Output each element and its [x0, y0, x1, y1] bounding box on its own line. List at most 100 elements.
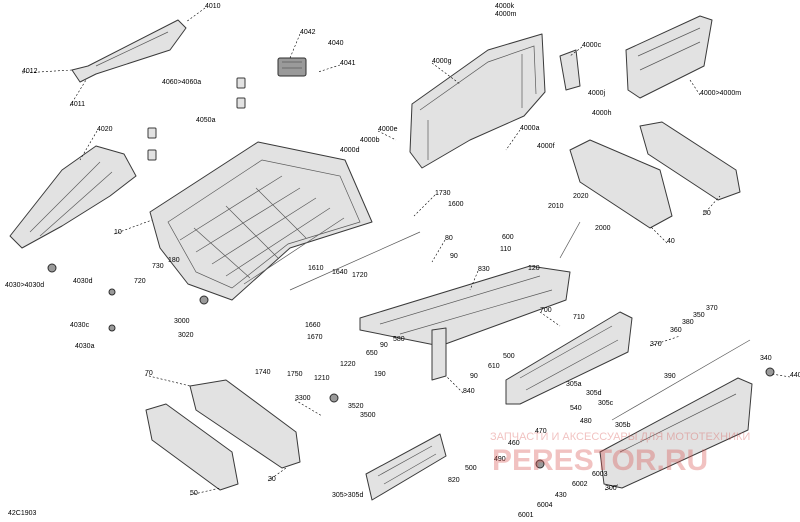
callout-label: 180 [168, 257, 180, 264]
callout-label: 4050a [196, 117, 216, 124]
callout-label: 70 [145, 370, 153, 377]
leader-line [689, 79, 701, 96]
callout-label: 90 [470, 373, 478, 380]
callout-label: 370 [650, 341, 662, 348]
callout-label: 4041 [340, 60, 356, 67]
leader-line [79, 130, 98, 161]
leader-line [604, 483, 621, 491]
tailgate-rod [611, 339, 751, 421]
callout-label: 305a [566, 381, 582, 388]
leader-line [21, 69, 73, 74]
left-side-panel [9, 145, 137, 249]
leader-line [469, 270, 479, 291]
callout-label: 820 [448, 477, 460, 484]
callout-label: 4000a [520, 125, 540, 132]
callout-label: 4011 [70, 101, 85, 108]
rack-bracket [559, 49, 581, 91]
callout-label: 4000f [537, 143, 555, 150]
callout-label: 430 [555, 492, 567, 499]
callout-label: 1750 [287, 371, 303, 378]
callout-label: 390 [664, 373, 676, 380]
callout-label: 90 [450, 253, 458, 260]
callout-label: 4042 [300, 29, 316, 36]
callout-label: 4000g [432, 58, 452, 65]
callout-label: 650 [366, 350, 378, 357]
callout-label: 600 [502, 234, 514, 241]
leader-line [431, 62, 461, 85]
side-rail [71, 19, 187, 83]
callout-label: 4012 [22, 68, 38, 75]
callout-label: 730 [152, 263, 164, 270]
callout-label: 120 [528, 265, 540, 272]
callout-label: 110 [500, 246, 511, 253]
callout-label: 3500 [360, 412, 376, 419]
diagram-id: 42C1903 [8, 510, 37, 517]
support-strut [559, 221, 581, 259]
callout-label: 50 [190, 490, 198, 497]
callout-label: 1670 [307, 334, 323, 341]
release-cable [289, 231, 421, 291]
leader-line [649, 225, 668, 244]
callout-label: 305c [598, 400, 614, 407]
callout-label: 1210 [314, 375, 330, 382]
callout-label: 4030d [73, 278, 93, 285]
callout-label: 4030>4030d [5, 282, 44, 289]
callout-label: 1660 [305, 322, 321, 329]
callout-label: 305b [615, 422, 631, 429]
leader-line [185, 7, 206, 23]
callout-label: 305>305d [332, 492, 363, 499]
callout-label: 4000b [360, 137, 380, 144]
fasteners [47, 263, 775, 469]
right-side-panels [569, 121, 741, 229]
callout-label: 10 [114, 229, 122, 236]
callout-label: 470 [535, 428, 547, 435]
watermark-brand: PERESTOR.RU [492, 444, 708, 477]
callout-label: 305d [586, 390, 602, 397]
callout-label: 3020 [178, 332, 194, 339]
latch-assembly [277, 57, 307, 77]
callout-label: 4030a [75, 343, 95, 350]
cab-rack-right [625, 15, 713, 99]
callout-label: 2000 [595, 225, 611, 232]
leader-line [377, 130, 397, 141]
callout-label: 4000j [588, 90, 606, 97]
callout-label: 4010 [205, 3, 221, 10]
callout-label: 720 [134, 278, 146, 285]
callout-label: 4000e [378, 126, 398, 133]
leader-line [505, 129, 521, 151]
callout-label: 4060>4060a [162, 79, 201, 86]
callout-label: 490 [494, 456, 506, 463]
callout-label: 1640 [332, 269, 348, 276]
callout-label: 6004 [537, 502, 553, 509]
leader-line [771, 373, 791, 378]
callout-label: 4020 [97, 126, 113, 133]
callout-label: 4000k [495, 3, 515, 10]
callout-label: 1220 [340, 361, 356, 368]
callout-label: 6003 [592, 471, 608, 478]
callout-label: 4000m [495, 11, 517, 18]
callout-label: 340 [760, 355, 772, 362]
callout-label: 840 [463, 388, 475, 395]
callout-label: 1610 [308, 265, 324, 272]
callout-label: 3000 [174, 318, 190, 325]
callout-label: 300 [605, 485, 617, 492]
callout-label: 2020 [573, 193, 589, 200]
watermark-subtitle: ЗАПЧАСТИ И АКСЕССУАРЫ ДЛЯ МОТОТЕХНИКИ [490, 431, 750, 443]
callout-label: 480 [580, 418, 592, 425]
callout-label: 460 [508, 440, 520, 447]
leader-line [445, 375, 464, 394]
callout-label: 1720 [352, 272, 368, 279]
callout-label: 830 [478, 266, 490, 273]
callout-label: 6001 [518, 512, 534, 519]
tailgate-inner [505, 311, 633, 405]
leader-line [649, 335, 681, 347]
leader-line [569, 46, 583, 57]
callout-label: 4000h [592, 110, 612, 117]
lower-grille [365, 433, 447, 501]
callout-label: 440 [790, 372, 800, 379]
callout-label: 90 [380, 342, 388, 349]
rear-side-panels [145, 379, 301, 491]
callout-label: 500 [465, 465, 477, 472]
cab-rack-center [409, 33, 546, 169]
